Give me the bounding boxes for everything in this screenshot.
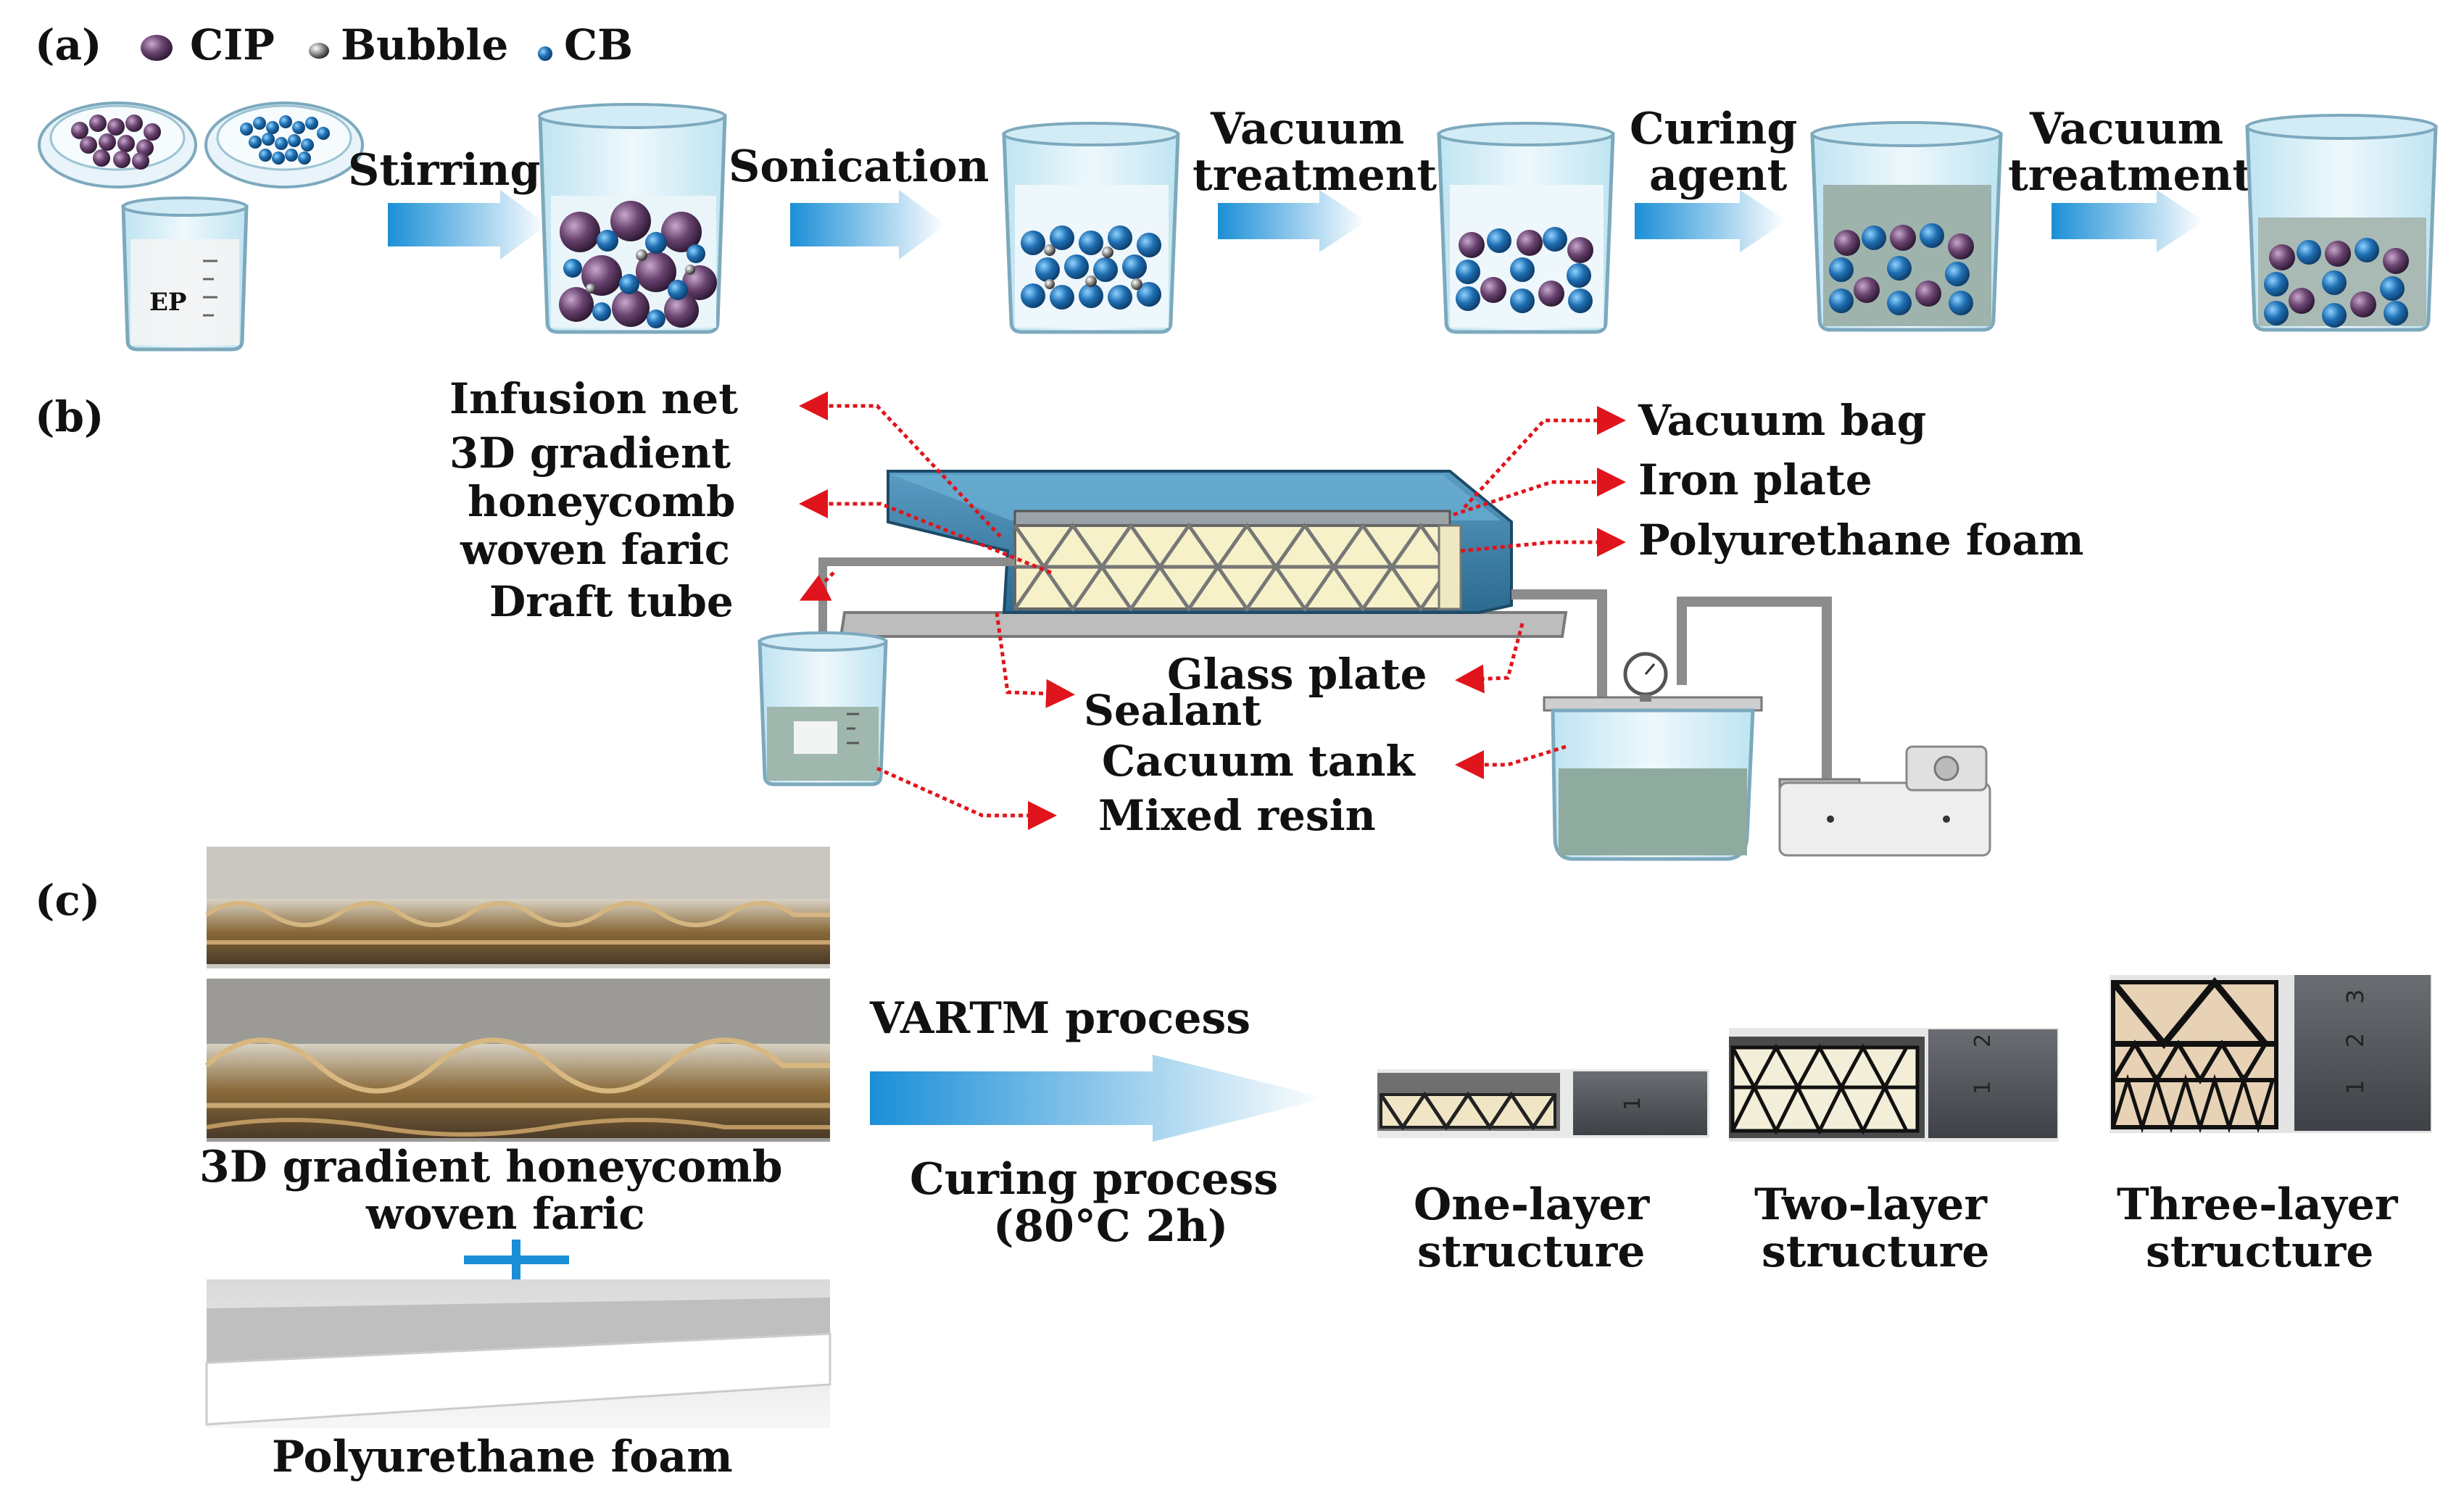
foam-caption: Polyurethane foam bbox=[272, 1432, 733, 1482]
bubble-legend-icon bbox=[309, 43, 329, 59]
structure-one-layer: 1 One-layer structure bbox=[1377, 1069, 1709, 1277]
label-honeycomb: honeycomb bbox=[468, 477, 736, 526]
label-glass-plate: Glass plate bbox=[1167, 650, 1427, 699]
vacuum-tank bbox=[1543, 652, 1763, 861]
ruler-2-mark-1: 1 bbox=[1970, 1081, 1996, 1095]
step-4-label-2: agent bbox=[1649, 150, 1788, 201]
legend-cb: CB bbox=[564, 20, 633, 70]
cip-legend-icon bbox=[141, 35, 173, 61]
label-woven-faric: woven faric bbox=[460, 525, 730, 574]
three-layer-line2: structure bbox=[2146, 1227, 2373, 1277]
polyurethane-foam-strip bbox=[1438, 524, 1462, 610]
label-draft-tube: Draft tube bbox=[489, 577, 734, 626]
panel-c-label: (c) bbox=[35, 876, 100, 925]
step-3-arrow bbox=[1218, 190, 1366, 252]
process-top-label: VARTM process bbox=[869, 993, 1250, 1044]
plus-icon bbox=[464, 1240, 569, 1279]
one-layer-line1: One-layer bbox=[1414, 1179, 1651, 1230]
outlet-tube bbox=[1511, 589, 1607, 703]
step-3: Vacuum treatment bbox=[1192, 104, 1437, 252]
label-infusion-net: Infusion net bbox=[449, 374, 738, 423]
label-polyurethane-foam: Polyurethane foam bbox=[1638, 515, 2084, 565]
resin-beaker bbox=[758, 631, 888, 787]
step-5-arrow bbox=[2052, 190, 2204, 252]
petri-dish-cb bbox=[204, 101, 364, 188]
step-2-arrow bbox=[790, 190, 946, 260]
step-4: Curing agent bbox=[1630, 104, 1797, 252]
ruler-3-mark-1: 1 bbox=[2341, 1080, 2369, 1095]
three-layer-line1: Three-layer bbox=[2117, 1179, 2399, 1230]
process-bottom-label-1: Curing process bbox=[910, 1154, 1278, 1205]
step-1-arrow bbox=[388, 190, 547, 260]
label-mixed-resin: Mixed resin bbox=[1098, 791, 1376, 840]
step-1-label: Stirring bbox=[348, 145, 540, 196]
structure-three-layer: 1 2 3 Three-layer structure bbox=[2110, 975, 2432, 1277]
label-cacuum-tank: Cacuum tank bbox=[1102, 736, 1416, 786]
callout-lines bbox=[799, 391, 1626, 830]
step-5-label-1: Vacuum bbox=[2029, 104, 2223, 154]
step-5-label-2: treatment bbox=[2008, 150, 2252, 201]
step-2-label: Sonication bbox=[729, 141, 989, 192]
glass-plate bbox=[839, 611, 1568, 638]
process-bottom-label-2: (80°C 2h) bbox=[993, 1201, 1228, 1252]
beaker-sonication bbox=[1002, 122, 1180, 334]
two-layer-line1: Two-layer bbox=[1754, 1179, 1988, 1230]
beaker-stirring bbox=[538, 103, 727, 334]
legend-bubble: Bubble bbox=[341, 20, 508, 70]
fabric-caption-2: woven faric bbox=[365, 1189, 645, 1240]
panel-b: (b) bbox=[35, 374, 2084, 861]
label-sealant: Sealant bbox=[1084, 686, 1261, 735]
beaker-vacuum-2 bbox=[2245, 114, 2438, 332]
process-arrow bbox=[870, 1055, 1327, 1142]
petri-dish-cip bbox=[38, 101, 197, 188]
panel-a: (a) CIP Bubble CB bbox=[35, 20, 2438, 352]
panel-a-label: (a) bbox=[35, 20, 101, 70]
ruler-2-mark-2: 2 bbox=[1970, 1034, 1996, 1047]
ruler-3-mark-2: 2 bbox=[2341, 1033, 2369, 1047]
step-3-label-2: treatment bbox=[1192, 150, 1437, 201]
honeycomb-fabric bbox=[1013, 522, 1452, 613]
fabric-photo-1 bbox=[205, 847, 830, 968]
panel-c: (c) 3D gradient honeycomb woven faric bbox=[35, 847, 2432, 1482]
legend-cip: CIP bbox=[190, 20, 275, 70]
step-3-label-1: Vacuum bbox=[1210, 104, 1404, 154]
fabric-caption-1: 3D gradient honeycomb bbox=[199, 1142, 783, 1192]
beaker-curing bbox=[1810, 121, 2003, 332]
ep-label: EP bbox=[149, 288, 186, 317]
legend: CIP Bubble CB bbox=[141, 20, 633, 70]
step-1: Stirring bbox=[348, 145, 547, 260]
ruler-3-mark-3: 3 bbox=[2341, 989, 2369, 1004]
beaker-vacuum-1 bbox=[1437, 122, 1615, 334]
iron-plate bbox=[1013, 510, 1451, 527]
step-2: Sonication bbox=[729, 141, 989, 260]
step-4-label-1: Curing bbox=[1630, 104, 1797, 154]
step-5: Vacuum treatment bbox=[2008, 104, 2252, 252]
step-4-arrow bbox=[1635, 190, 1787, 252]
label-vacuum-bag: Vacuum bag bbox=[1638, 396, 1926, 445]
label-3d-gradient: 3D gradient bbox=[449, 428, 731, 478]
draft-tube bbox=[818, 557, 1015, 584]
ep-beaker: EP bbox=[121, 196, 249, 352]
foam-photo bbox=[205, 1279, 831, 1428]
vacuum-pump-icon bbox=[1778, 745, 1991, 857]
panel-b-label: (b) bbox=[35, 392, 104, 441]
ruler-1-mark: 1 bbox=[1620, 1097, 1646, 1111]
structure-two-layer: 1 2 Two-layer structure bbox=[1729, 1028, 2059, 1277]
cb-legend-icon bbox=[538, 46, 552, 61]
one-layer-line2: structure bbox=[1417, 1227, 1645, 1277]
label-iron-plate: Iron plate bbox=[1638, 455, 1872, 505]
two-layer-line2: structure bbox=[1762, 1227, 1989, 1277]
fabric-photo-2 bbox=[204, 979, 830, 1142]
